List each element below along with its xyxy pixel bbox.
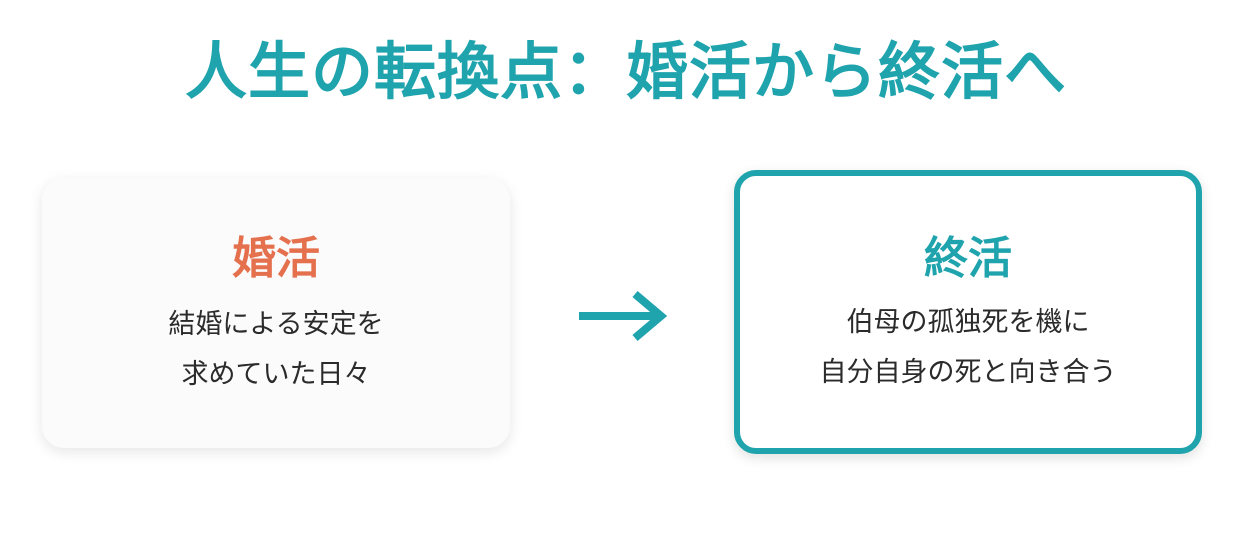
konkatsu-heading: 婚活 bbox=[232, 233, 320, 284]
right-arrow-icon bbox=[579, 290, 668, 342]
shukatsu-card: 終活 伯母の孤独死を機に 自分自身の死と向き合う bbox=[734, 170, 1202, 454]
konkatsu-description-line-1: 結婚による安定を bbox=[168, 309, 384, 340]
konkatsu-card: 婚活 結婚による安定を 求めていた日々 bbox=[42, 178, 510, 448]
page-title: 人生の転換点：婚活から終活へ bbox=[184, 35, 1067, 108]
konkatsu-description-line-2: 求めていた日々 bbox=[181, 359, 371, 390]
shukatsu-description-line-1: 伯母の孤独死を機に bbox=[846, 307, 1090, 338]
shukatsu-heading: 終活 bbox=[924, 233, 1012, 284]
shukatsu-description: 伯母の孤独死を機に 自分自身の死と向き合う bbox=[740, 298, 1196, 398]
konkatsu-description: 結婚による安定を 求めていた日々 bbox=[42, 300, 510, 400]
shukatsu-description-line-2: 自分自身の死と向き合う bbox=[819, 357, 1117, 388]
